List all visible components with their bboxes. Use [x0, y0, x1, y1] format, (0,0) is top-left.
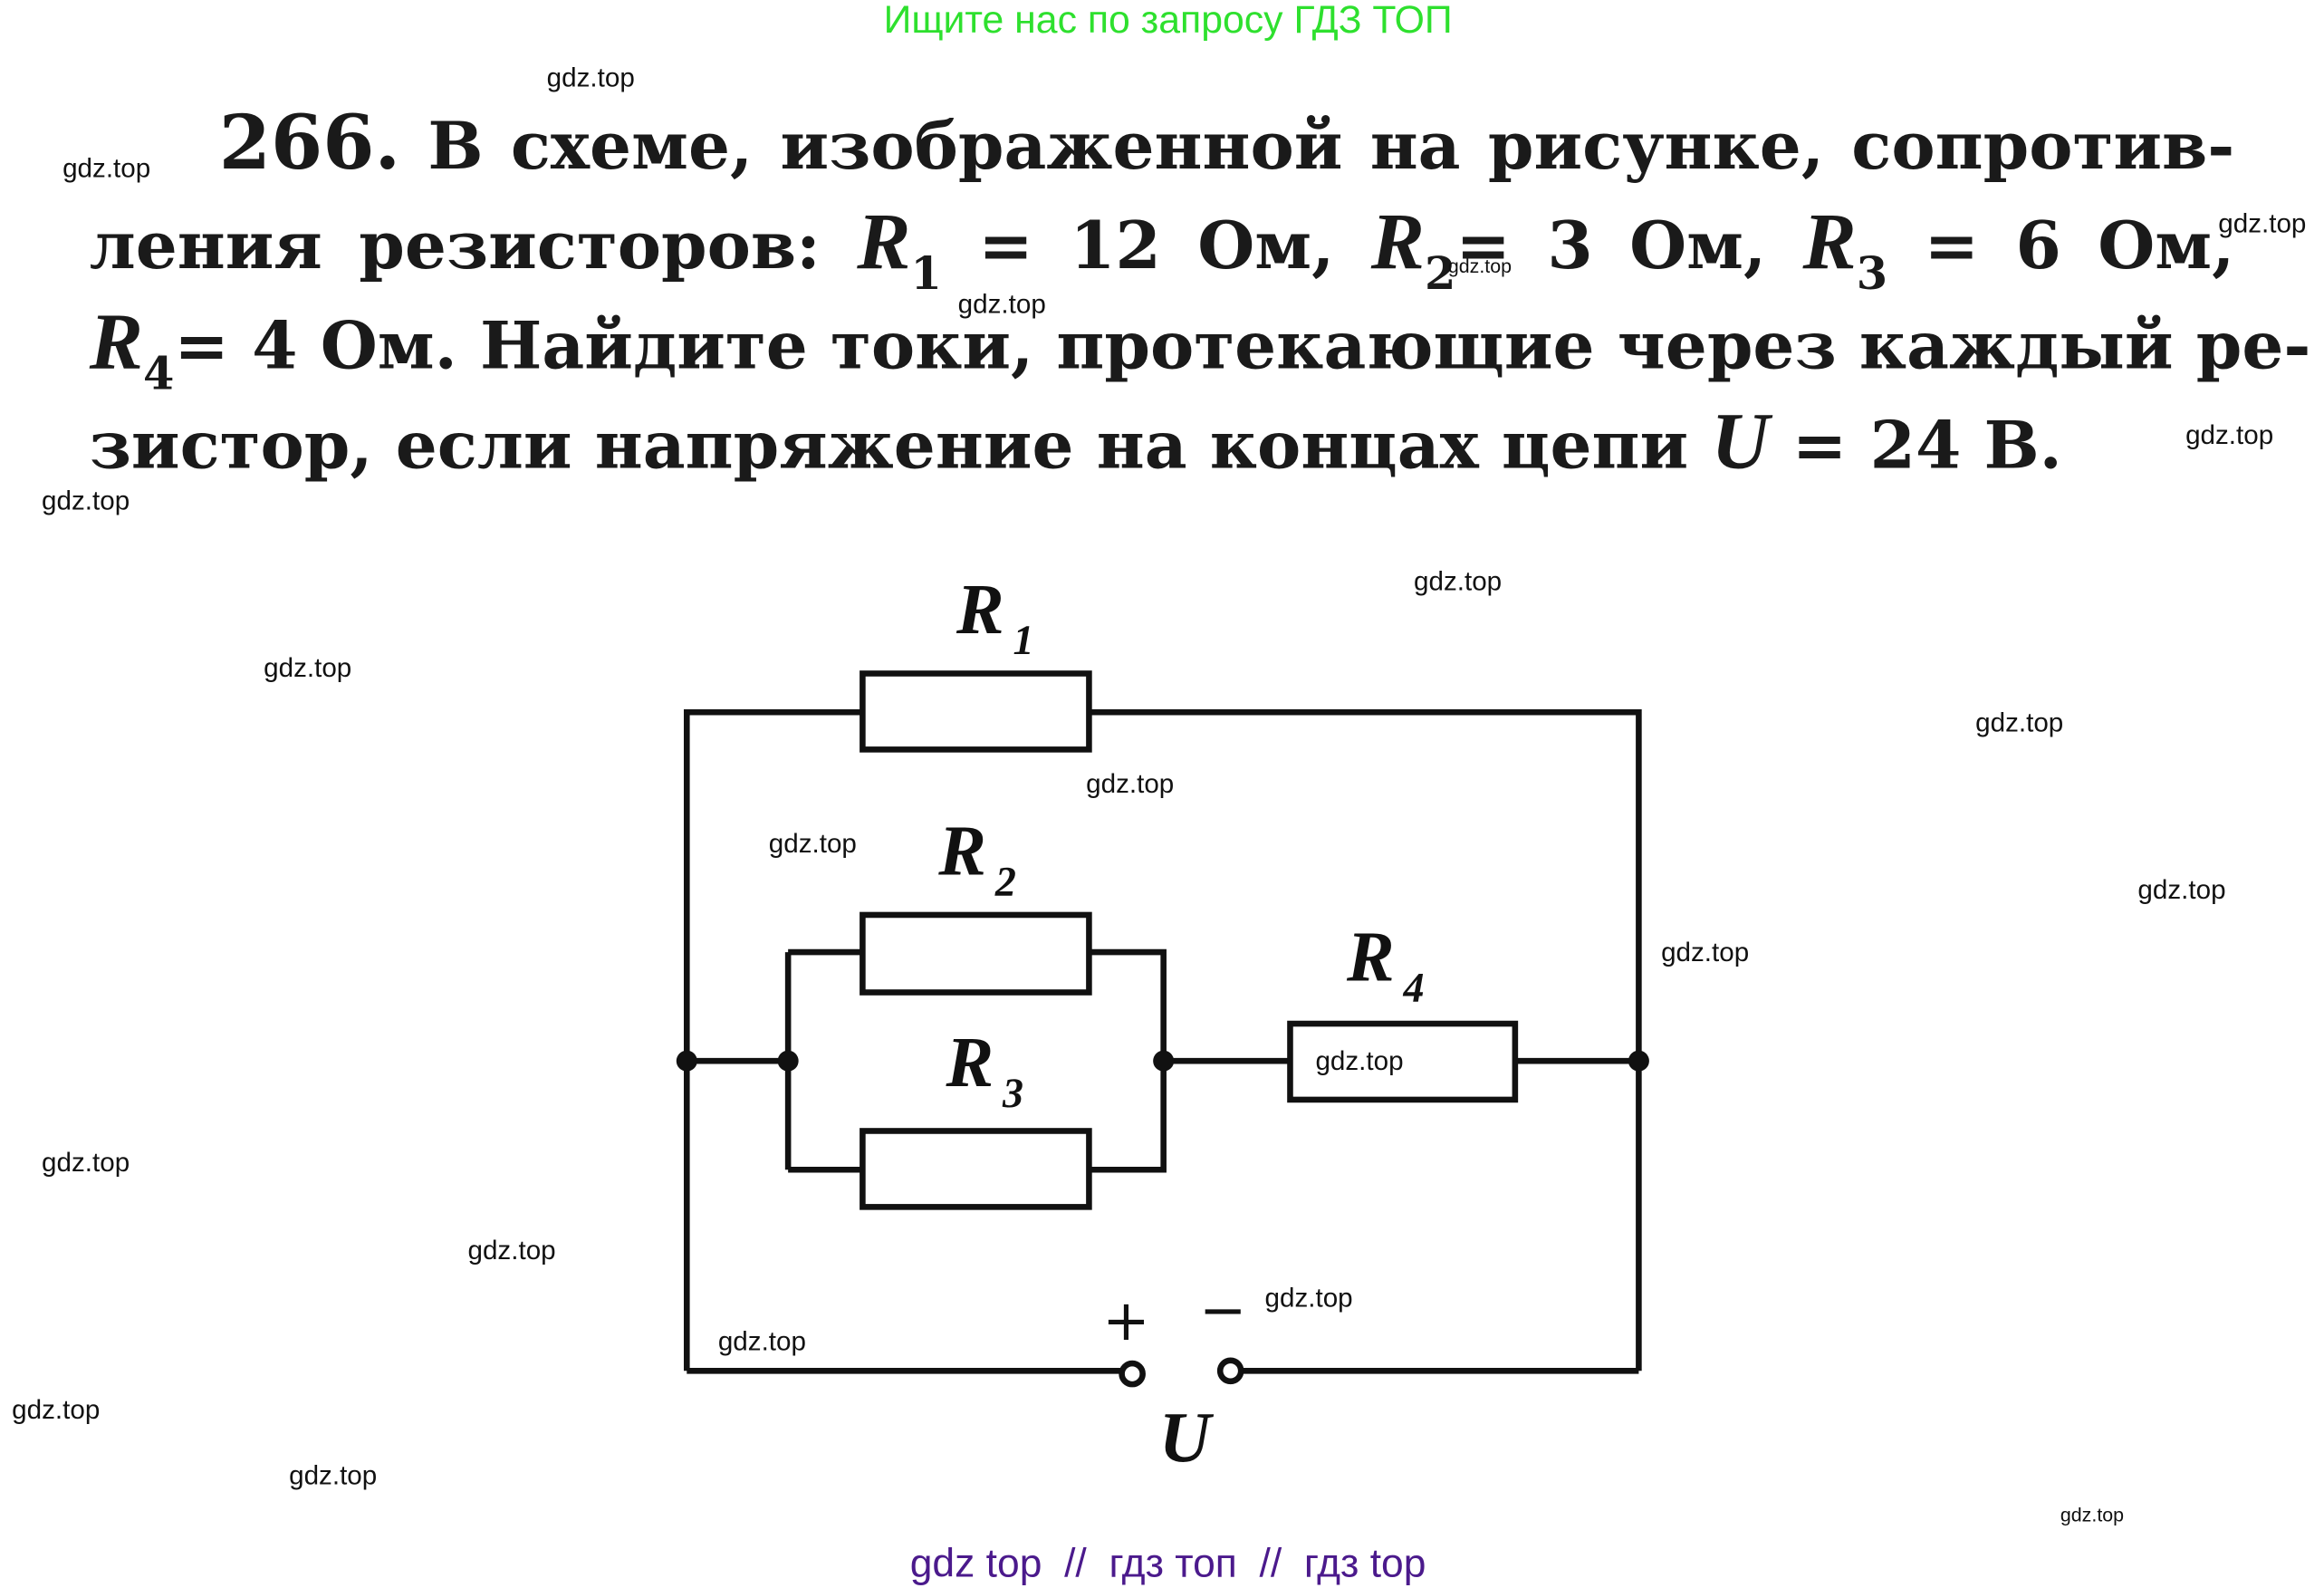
node [1628, 1050, 1649, 1072]
problem-line-2: ления резисторов: R1 = 12 Ом, R2= 3 Ом, … [90, 197, 2235, 321]
problem-line-3: R4= 4 Ом. Найдите токи, протекающие чере… [89, 296, 2311, 420]
watermark: gdz.top [1264, 1283, 1353, 1314]
var-r4: R [89, 296, 143, 387]
var-r3: R [1802, 197, 1857, 286]
watermark: gdz.top [12, 1394, 101, 1425]
watermark: gdz.top [1975, 707, 2064, 738]
watermark: gdz.top [2137, 874, 2226, 905]
label-name: R [946, 1024, 994, 1103]
sub: 1 [910, 248, 942, 302]
text: = 6 Ом, [1887, 208, 2235, 285]
watermark: gdz.top [2218, 208, 2307, 239]
watermark: gdz.top [957, 289, 1046, 320]
terminal-minus [1216, 1357, 1244, 1385]
text: = 4 Ом. Найдите токи, протекающие через … [174, 308, 2311, 385]
text: = 3 Ом, [1455, 208, 1803, 285]
resistor-r3 [859, 1128, 1092, 1210]
label-name: R [938, 812, 986, 891]
sub: 4 [142, 348, 175, 401]
label-name: R [1346, 918, 1395, 997]
watermark: gdz.top [2060, 1503, 2125, 1526]
watermark: gdz.top [717, 1325, 806, 1356]
promo-banner[interactable]: Ищите нас по запросу ГДЗ ТОП [883, 0, 1453, 43]
problem-number: 266. [218, 98, 401, 187]
sub: 2 [1425, 248, 1456, 302]
watermark: gdz.top [1447, 255, 1513, 277]
watermark: gdz.top [1315, 1045, 1404, 1076]
watermark: gdz.top [768, 828, 857, 859]
problem-line-4: зистор, если напряжение на концах цепи U… [89, 396, 2062, 492]
var-r1: R [857, 197, 911, 286]
label-sub: 1 [1013, 618, 1034, 665]
problem-text: В схеме, изображенной на рисунке, сопрот… [427, 109, 2235, 185]
node [1153, 1050, 1175, 1072]
footer-links[interactable]: gdz top // гдз топ // гдз top [909, 1540, 1426, 1586]
watermark: gdz.top [42, 486, 130, 516]
text: = 24 В. [1769, 408, 2062, 485]
watermark: gdz.top [1086, 768, 1175, 799]
watermark: gdz.top [2185, 419, 2274, 450]
watermark: gdz.top [546, 63, 635, 92]
resistor-r1 [859, 670, 1092, 753]
terminal-plus [1119, 1360, 1146, 1388]
text: зистор, если напряжение на концах цепи [89, 408, 1712, 485]
minus-sign: − [1199, 1276, 1247, 1343]
plus-sign: + [1102, 1287, 1150, 1353]
watermark: gdz.top [289, 1460, 378, 1490]
watermark: gdz.top [264, 652, 352, 683]
label-sub: 4 [1403, 965, 1425, 1012]
node [676, 1050, 697, 1072]
watermark: gdz.top [42, 1147, 130, 1178]
wire-top [684, 708, 1642, 1371]
watermark: gdz.top [1414, 566, 1503, 596]
problem-line-1: 266. В схеме, изображенной на рисунке, с… [90, 99, 2235, 193]
var-r2: R [1370, 197, 1426, 286]
watermark: gdz.top [1661, 937, 1750, 967]
resistor-r2 [859, 911, 1092, 996]
watermark: gdz.top [62, 153, 151, 184]
label-sub: 3 [1003, 1071, 1024, 1118]
text: ления резисторов: [89, 208, 858, 285]
label-name: R [956, 570, 1004, 650]
text: = 12 Ом, [941, 208, 1371, 285]
label-u: U [1158, 1399, 1211, 1478]
sub: 3 [1856, 248, 1888, 302]
resistor-r4 [1287, 1020, 1519, 1103]
node [777, 1050, 799, 1072]
var-u: U [1711, 396, 1770, 486]
label-sub: 2 [994, 860, 1016, 907]
watermark: gdz.top [467, 1235, 556, 1266]
